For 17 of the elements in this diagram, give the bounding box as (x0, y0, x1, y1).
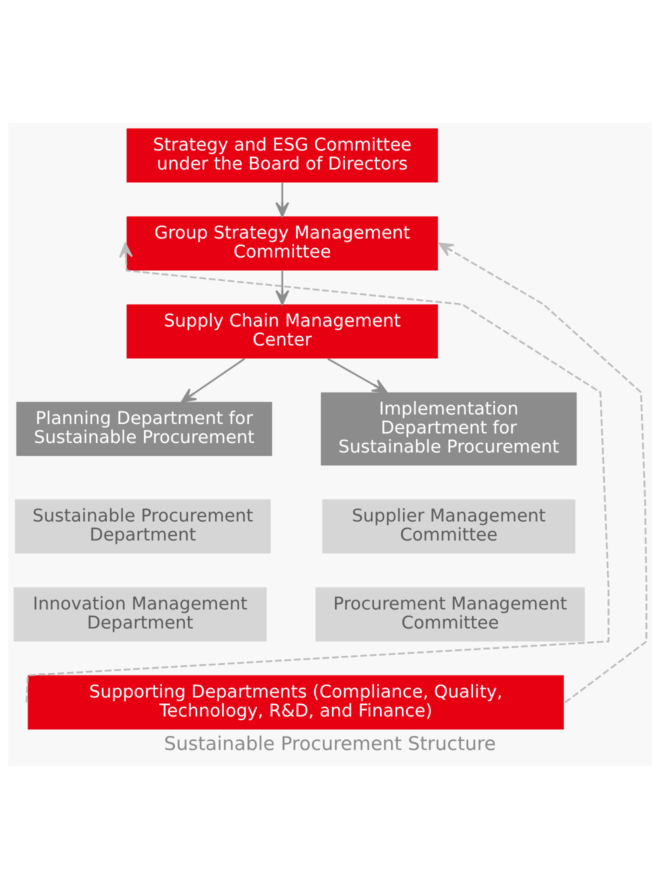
node-box: Procurement Management Committee (315, 586, 585, 641)
caption: Sustainable Procurement Structure (164, 732, 496, 755)
arrow (181, 358, 246, 402)
node-box: Group Strategy Management Committee (126, 216, 438, 270)
node-box: Implementation Department for Sustainable Procurement (320, 392, 577, 465)
node-box: Planning Department for Sustainable Procurement (16, 401, 272, 456)
node-box: Supply Chain Management Center (126, 304, 438, 358)
arrow (438, 242, 648, 703)
arrow (275, 182, 290, 217)
node-box: Innovation Management Department (14, 586, 267, 641)
arrow (327, 357, 388, 392)
node-box: Supporting Departments (Compliance, Quality, Technology, R&D, and Finance) (28, 674, 564, 729)
node-box: Supplier Management Committee (322, 498, 576, 553)
node-box: Strategy and ESG Committee under the Board of Directors (126, 128, 438, 182)
arrow (275, 270, 290, 305)
node-box: Sustainable Procurement Department (14, 498, 271, 553)
arrow (26, 242, 610, 702)
